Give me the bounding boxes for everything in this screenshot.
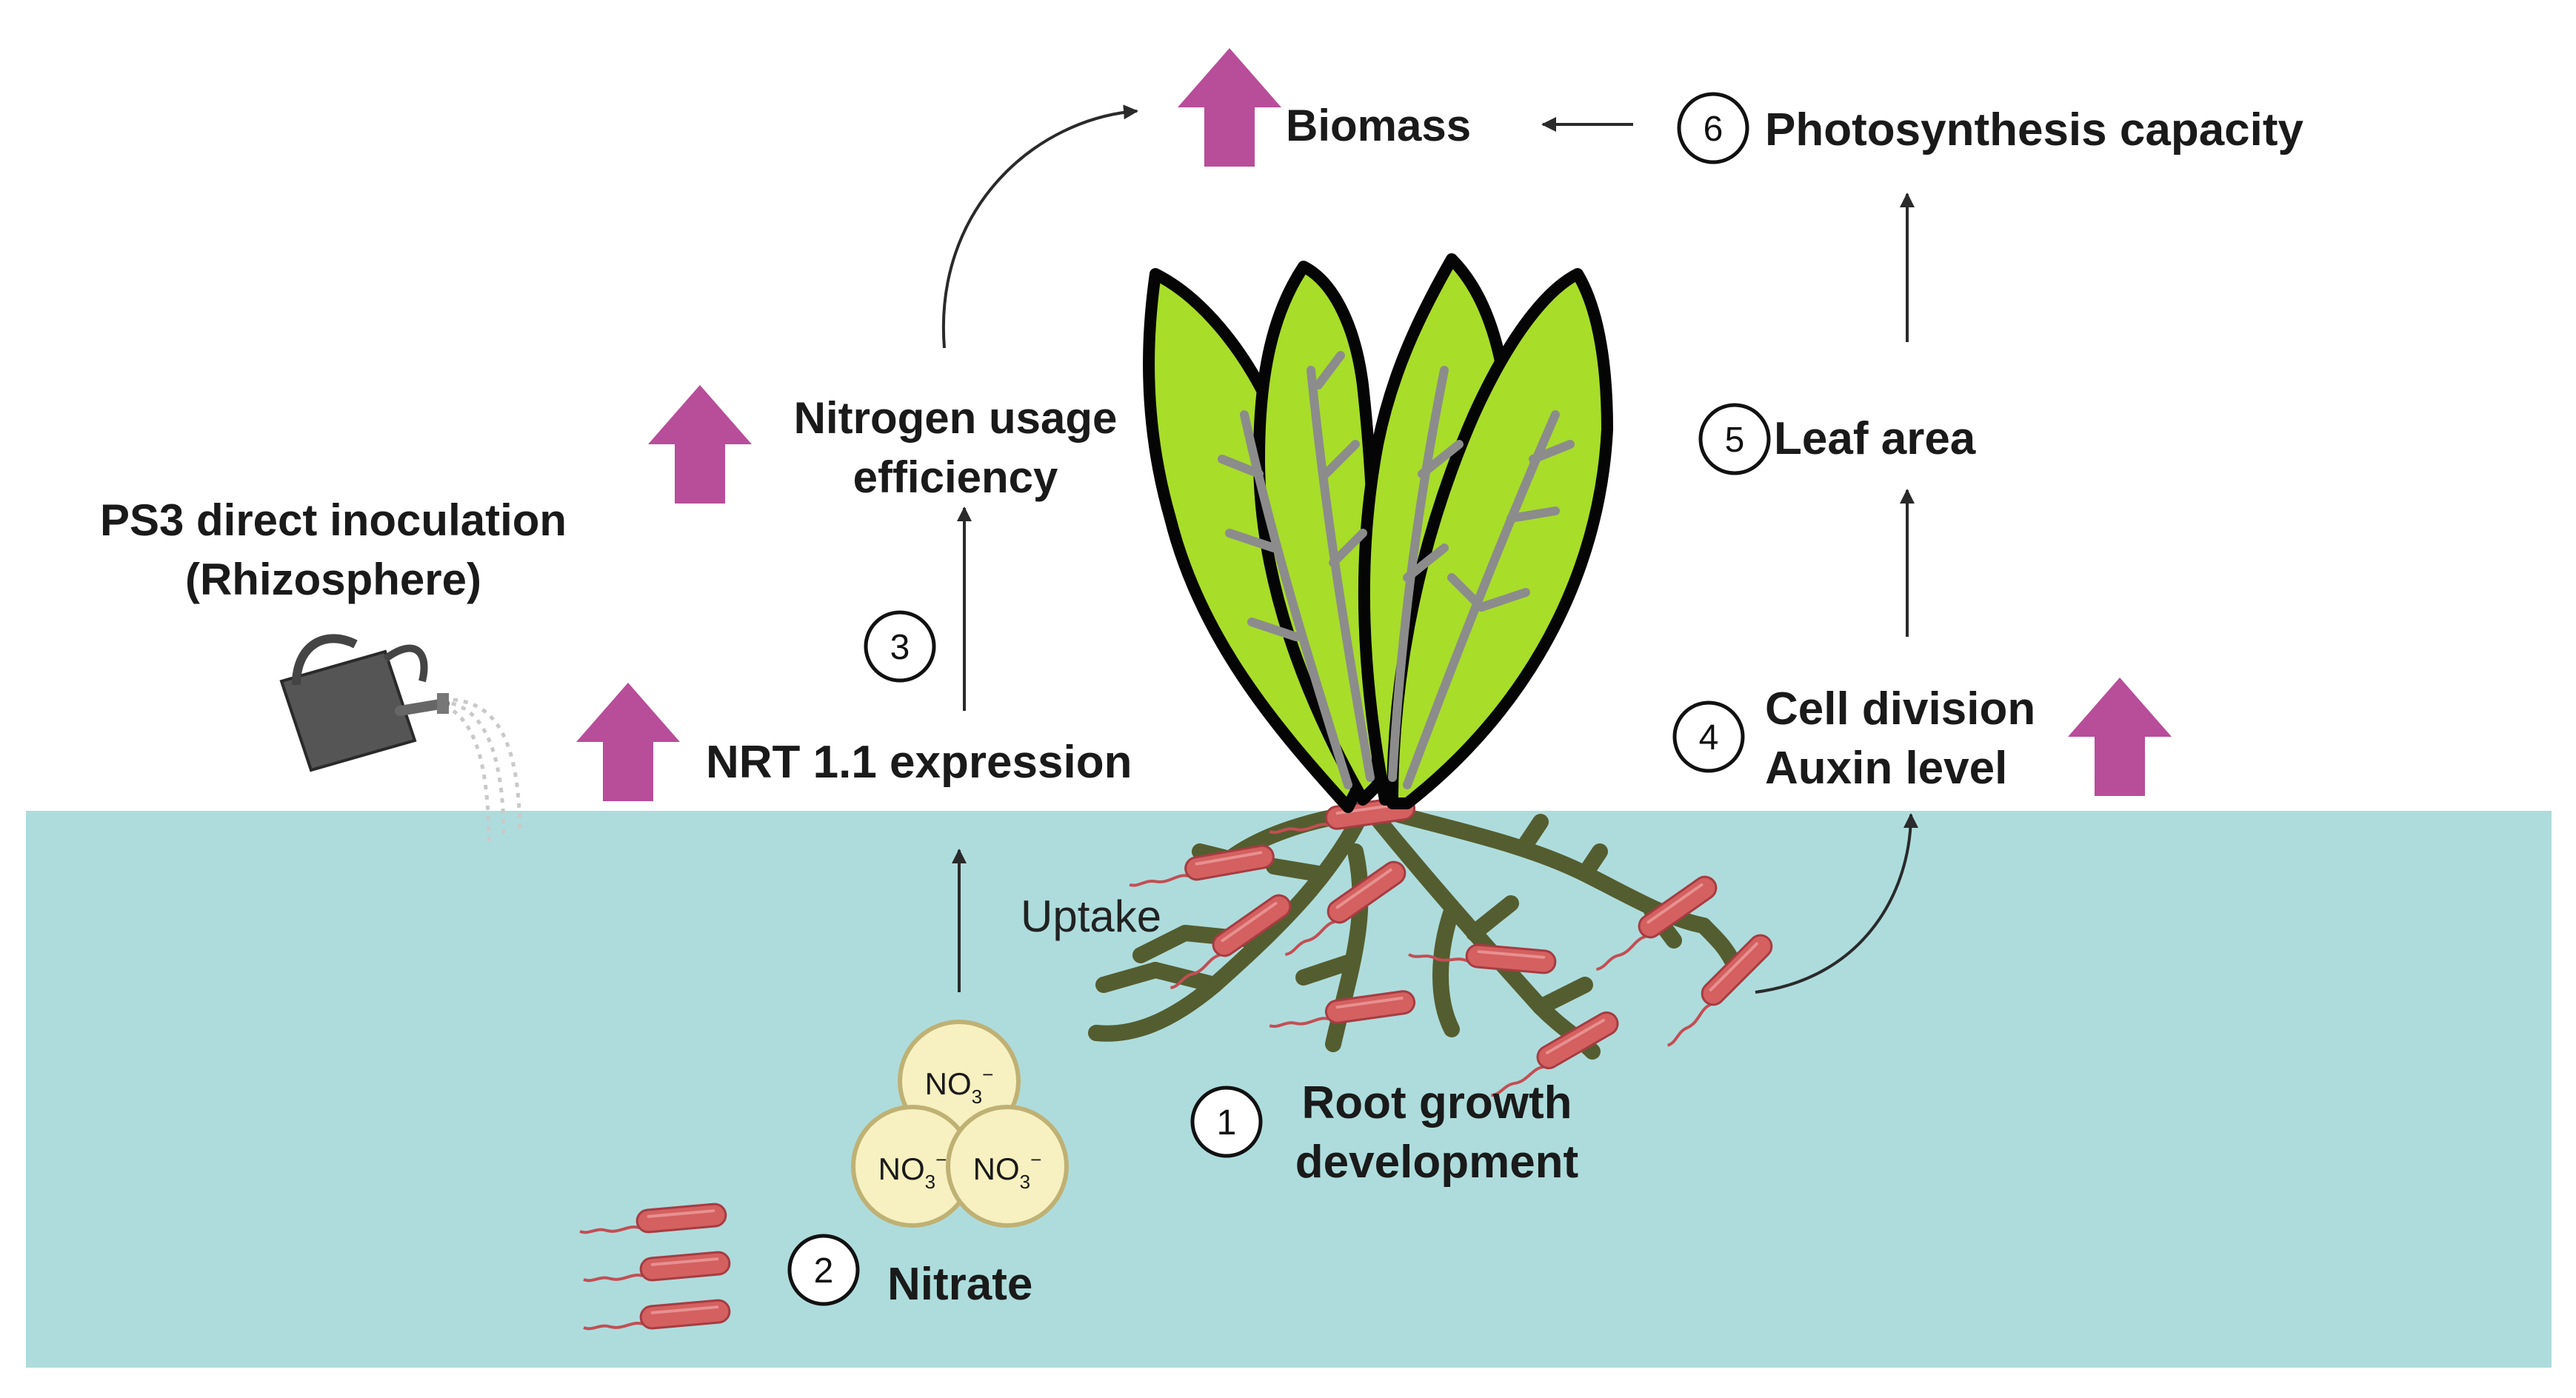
nitrate-bubbles: NO3− NO3− NO3− [851, 1020, 1069, 1228]
connector-arrows [941, 104, 1918, 994]
step-marker-3: 3 [864, 610, 936, 683]
label-nrt-expression: NRT 1.1 expression [706, 737, 1132, 788]
plant-leaves [1143, 253, 1613, 813]
label-inoculation-line1: PS3 direct inoculation [100, 495, 567, 545]
svg-text:4: 4 [1699, 718, 1719, 757]
label-inoculation-line2: (Rhizosphere) [185, 555, 481, 604]
svg-text:2: 2 [814, 1251, 834, 1291]
svg-text:NO3−: NO3− [925, 1063, 994, 1108]
increase-arrow-biomass [1178, 48, 1281, 167]
label-leaf-area: Leaf area [1774, 413, 1976, 464]
label-biomass: Biomass [1286, 101, 1471, 150]
step-marker-6: 6 [1677, 92, 1749, 164]
svg-text:NO3−: NO3− [973, 1148, 1042, 1193]
nitrate-bubble: NO3− [946, 1105, 1069, 1228]
step-marker-5: 5 [1698, 403, 1771, 475]
svg-text:3: 3 [890, 628, 910, 667]
label-root-line2: development [1295, 1137, 1578, 1188]
label-uptake: Uptake [1021, 892, 1161, 941]
watering-can-icon [279, 634, 522, 845]
increase-arrow-cell-division [2068, 678, 2172, 796]
step-markers: 1 2 3 4 5 6 [787, 92, 1771, 1306]
step-marker-2: 2 [787, 1234, 860, 1306]
svg-text:6: 6 [1704, 110, 1724, 149]
step-marker-1: 1 [1190, 1086, 1263, 1158]
label-cell-division: Cell division [1765, 683, 2035, 735]
label-photosynthesis: Photosynthesis capacity [1765, 104, 2304, 155]
step-marker-4: 4 [1672, 700, 1745, 773]
increase-arrow-nrt [576, 683, 680, 801]
arrow-nue-to-biomass [941, 104, 1138, 349]
increase-arrow-nitrogen [648, 385, 752, 504]
label-nitrogen-line2: efficiency [853, 452, 1058, 502]
label-nitrogen-line1: Nitrogen usage [794, 393, 1118, 443]
label-nitrate: Nitrate [887, 1259, 1032, 1310]
soil-area [26, 811, 2552, 1368]
arrow-roots-to-cell [1755, 813, 1918, 994]
svg-text:NO3−: NO3− [878, 1148, 947, 1193]
leaf-veins [1218, 351, 1575, 789]
svg-text:5: 5 [1725, 421, 1745, 460]
label-auxin-level: Auxin level [1765, 743, 2007, 794]
label-root-line1: Root growth [1301, 1077, 1572, 1128]
svg-text:1: 1 [1217, 1103, 1237, 1143]
